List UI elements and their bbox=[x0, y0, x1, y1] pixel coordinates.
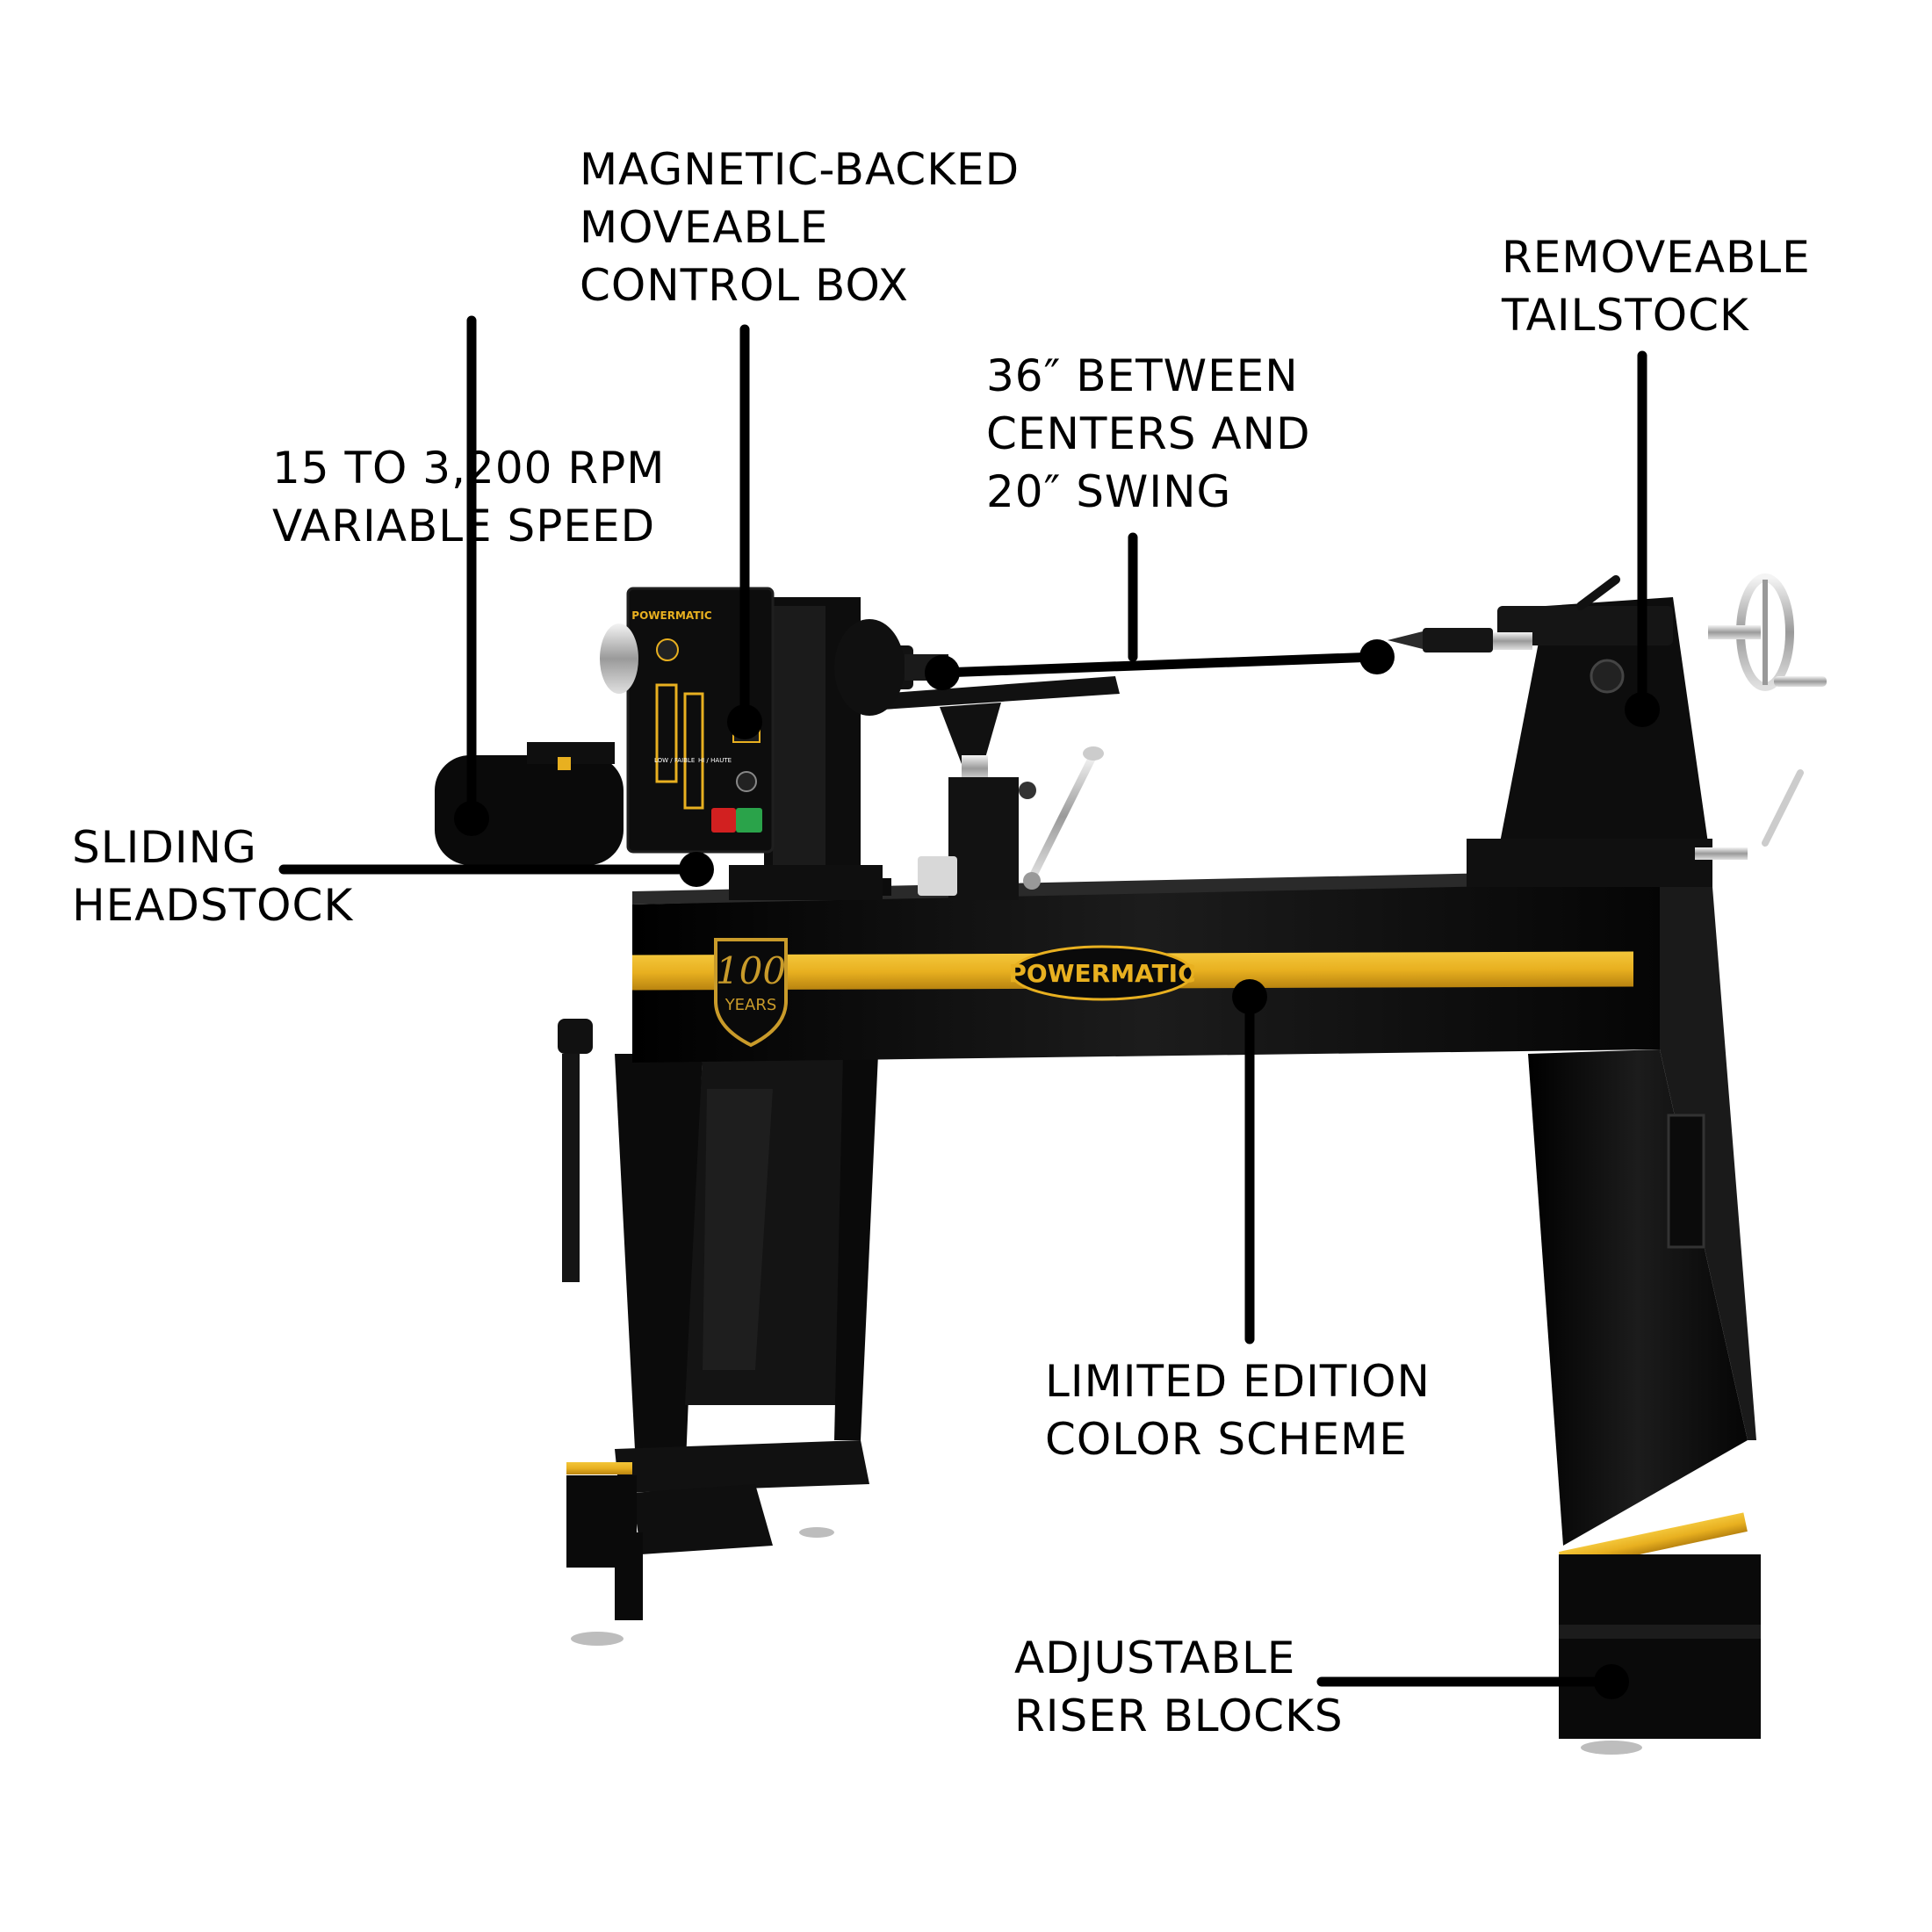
low-speed-label: LOW / FAIBLE bbox=[654, 757, 695, 764]
callout-color-scheme: LIMITED EDITION COLOR SCHEME bbox=[1045, 1356, 1431, 1465]
callout-sliding-headstock: SLIDING HEADSTOCK bbox=[72, 822, 354, 931]
control-box-leader-dot bbox=[727, 704, 762, 739]
powermatic-logo-oval bbox=[1010, 945, 1194, 1001]
control-panel-brand: POWERMATIC bbox=[631, 609, 712, 622]
tailstock-leader-dot bbox=[1625, 692, 1660, 727]
handwheel-icon bbox=[1708, 573, 1827, 691]
left-leg bbox=[558, 1019, 878, 1646]
power-button-icon bbox=[711, 808, 762, 833]
centers-leader-dot-left bbox=[925, 655, 960, 690]
centers-leader-dot-right bbox=[1359, 639, 1395, 674]
speed-leader-dot bbox=[454, 801, 489, 836]
tailstock bbox=[1388, 573, 1827, 887]
left-leg-gold-stripe bbox=[566, 1462, 632, 1474]
headstock bbox=[729, 597, 948, 900]
leader-lines bbox=[278, 315, 1660, 1699]
tailstock-lock-knob bbox=[1590, 659, 1625, 694]
callout-riser-blocks: ADJUSTABLE RISER BLOCKS bbox=[1014, 1633, 1344, 1741]
high-speed-label: HI / HAUTE bbox=[698, 757, 732, 764]
riser-leader-dot bbox=[1594, 1664, 1629, 1699]
badge-word: YEARS bbox=[724, 996, 777, 1014]
badge-number: 100 bbox=[716, 949, 786, 992]
speed-knob-icon bbox=[736, 771, 757, 792]
right-riser-block bbox=[1559, 1554, 1761, 1739]
centers-leader-horizontal bbox=[937, 652, 1382, 678]
callout-variable-speed: 15 TO 3,200 RPM VARIABLE SPEED bbox=[272, 443, 666, 551]
tool-rest bbox=[878, 676, 1120, 900]
right-leg bbox=[1528, 878, 1761, 1755]
headstock-leader-dot bbox=[679, 852, 714, 887]
100-years-badge: 100 YEARS bbox=[714, 938, 788, 1048]
callout-tailstock: REMOVEABLE TAILSTOCK bbox=[1502, 232, 1811, 341]
motor bbox=[435, 624, 638, 865]
callout-control-box: MAGNETIC-BACKED MOVEABLE CONTROL BOX bbox=[580, 144, 1020, 311]
powermatic-logo-text: POWERMATIC bbox=[1008, 959, 1195, 988]
color-scheme-leader-dot bbox=[1232, 979, 1267, 1014]
callout-centers-swing: 36″ BETWEEN CENTERS AND 20″ SWING bbox=[986, 350, 1311, 517]
